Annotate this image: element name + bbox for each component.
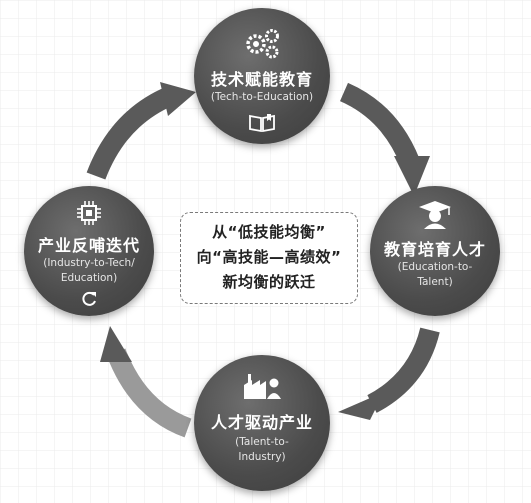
node-talent-to-industry: 人才驱动产业 (Talent-to- Industry) — [194, 355, 330, 491]
arrow-industry-to-tech — [86, 82, 196, 180]
node-education-to-talent: 教育培育人才 (Education-to- Talent) — [370, 186, 500, 316]
node-title: 技术赋能教育 — [210, 70, 313, 89]
factory-icon — [244, 374, 281, 399]
center-line-2: 向“高技能—高绩效” — [196, 248, 342, 266]
node-subtitle: (Tech-to-Education) — [210, 91, 314, 103]
node-title: 产业反哺迭代 — [37, 236, 140, 255]
node-subtitle-line-2: Education) — [60, 272, 118, 284]
node-subtitle-line-2: Industry) — [238, 451, 286, 463]
chip-icon — [77, 201, 101, 225]
node-industry-to-tech: 产业反哺迭代 (Industry-to-Tech/ Education) — [24, 186, 154, 316]
node-subtitle-line-1: (Talent-to- — [235, 436, 289, 448]
arrow-talent-to-industry — [100, 326, 192, 438]
node-title: 教育培育人才 — [383, 240, 486, 259]
center-text-box: 从“低技能均衡” 向“高技能—高绩效” 新均衡的跃迁 — [180, 212, 358, 304]
node-subtitle-line-2: Talent) — [417, 276, 453, 288]
book-icon — [249, 114, 275, 132]
center-line-1: 从“低技能均衡” — [212, 223, 326, 241]
refresh-icon — [82, 291, 96, 306]
node-subtitle-line-1: (Industry-to-Tech/ — [43, 257, 135, 269]
center-line-3: 新均衡的跃迁 — [222, 273, 316, 291]
graduate-icon — [419, 201, 451, 229]
node-subtitle-line-1: (Education-to- — [397, 261, 473, 273]
arrow-tech-to-education — [339, 82, 430, 196]
arrow-education-to-talent — [338, 327, 440, 420]
node-title: 人才驱动产业 — [210, 413, 313, 432]
gears-icon — [246, 29, 279, 59]
node-tech-to-education: 技术赋能教育 (Tech-to-Education) — [194, 8, 330, 144]
